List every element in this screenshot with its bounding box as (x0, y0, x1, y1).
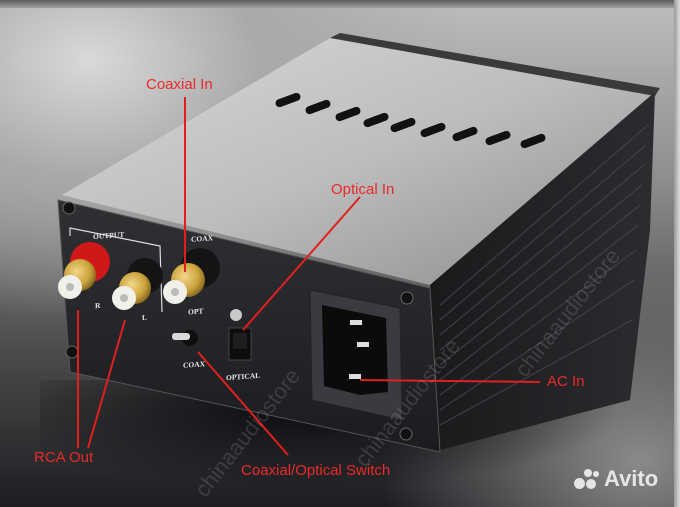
input-select-switch (172, 330, 198, 346)
avito-wordmark: Avito (604, 466, 659, 491)
coaxial-in-jack (163, 248, 220, 304)
marking-left: L (142, 312, 148, 323)
callout-optical-in: Optical In (331, 181, 395, 198)
callout-lines (77, 97, 541, 456)
top-edge (0, 0, 680, 8)
rca-out-right-jack (58, 242, 110, 299)
marking-coax-switch: COAX (183, 359, 206, 370)
ac-inlet (309, 289, 403, 421)
indicator-led (230, 309, 242, 321)
marking-opt: OPT (188, 306, 204, 317)
avito-logo: Avito (574, 466, 658, 492)
rca-out-left-jack (112, 258, 163, 310)
callout-rca-out: RCA Out (34, 449, 94, 466)
callout-switch: Coaxial/Optical Switch (241, 462, 391, 479)
marking-coax-top: COAX (191, 233, 214, 244)
device-top (62, 38, 655, 285)
right-edge (674, 0, 680, 507)
callout-coaxial-in: Coaxial In (146, 76, 213, 93)
top-vents (275, 92, 546, 149)
panel-screws (62, 201, 414, 441)
avito-dots-icon (574, 468, 600, 490)
callout-ac-in: AC In (547, 373, 585, 390)
marking-right: R (95, 300, 101, 311)
